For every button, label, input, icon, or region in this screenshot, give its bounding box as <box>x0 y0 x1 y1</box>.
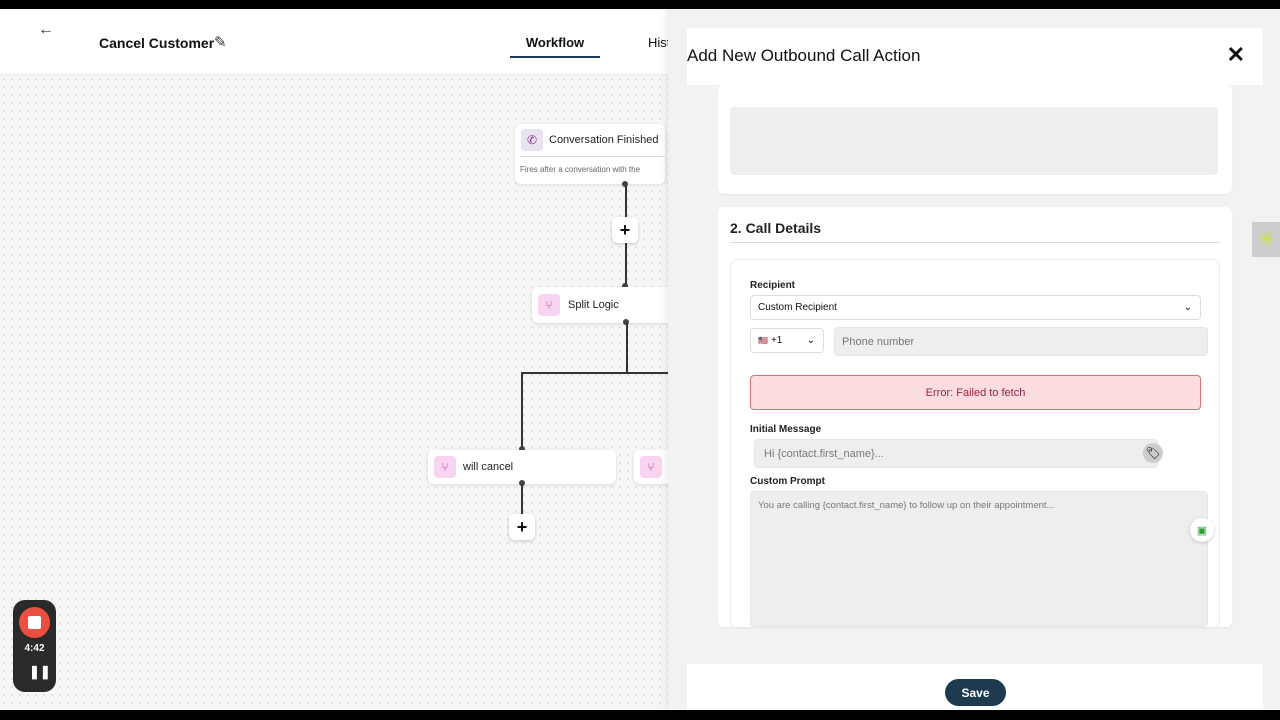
ai-assist-icon[interactable]: ▣ <box>1190 518 1214 542</box>
sparkle-widget-icon[interactable]: ✳ <box>1252 222 1280 257</box>
outbound-call-panel: Add New Outbound Call Action ✕ 2. Call D… <box>668 9 1280 710</box>
back-arrow-icon[interactable]: ← <box>38 21 54 38</box>
tag-icon[interactable]: 🏷 <box>1143 443 1163 463</box>
split-logic-node[interactable]: ⑂ Split Logic <box>532 287 682 323</box>
phone-number-input[interactable]: Phone number <box>834 327 1208 356</box>
recipient-label: Recipient <box>750 280 796 291</box>
previous-section-card <box>718 85 1232 194</box>
recipient-select[interactable]: Custom Recipient⌄ <box>750 295 1201 320</box>
branch-node-will-cancel[interactable]: ⑂ will cancel <box>428 450 616 484</box>
save-button[interactable]: Save <box>945 679 1006 706</box>
chevron-down-icon: ⌄ <box>806 335 815 346</box>
add-step-button[interactable]: + <box>509 514 535 540</box>
tab-history[interactable]: Hist <box>648 35 671 50</box>
panel-header: Add New Outbound Call Action ✕ <box>687 28 1263 85</box>
node-title: Split Logic <box>568 299 619 311</box>
node-title: Conversation Finished <box>549 134 659 146</box>
split-icon: ⑂ <box>538 294 560 316</box>
country-code-select[interactable]: 🇺🇸+1⌄ <box>750 328 824 353</box>
initial-message-label: Initial Message <box>750 424 822 435</box>
error-alert: Error: Failed to fetch <box>750 375 1201 410</box>
split-icon: ⑂ <box>640 456 662 478</box>
trigger-node[interactable]: ✆ Conversation Finished Fires after a co… <box>515 124 665 184</box>
screen-recorder-widget: 4:42 ❚❚ <box>13 600 56 692</box>
workflow-title: Cancel Customer <box>99 35 215 51</box>
stop-recording-button[interactable] <box>19 607 50 638</box>
recording-time: 4:42 <box>24 643 45 654</box>
close-icon[interactable]: ✕ <box>1226 42 1245 67</box>
workflow-header: ← Cancel Customer ✎ Workflow Hist <box>0 9 680 75</box>
panel-title: Add New Outbound Call Action <box>687 46 921 65</box>
tab-workflow[interactable]: Workflow <box>510 35 600 58</box>
node-description: Fires after a conversation with the <box>520 165 641 174</box>
app-window: ← Cancel Customer ✎ Workflow Hist ✆ Conv… <box>0 9 1280 710</box>
workflow-canvas[interactable]: ✆ Conversation Finished Fires after a co… <box>0 75 684 710</box>
custom-prompt-textarea[interactable]: You are calling {contact.first_name} to … <box>750 491 1208 627</box>
custom-prompt-label: Custom Prompt <box>750 476 825 487</box>
initial-message-input[interactable]: Hi {contact.first_name}... <box>754 439 1158 468</box>
edit-pencil-icon[interactable]: ✎ <box>214 34 227 51</box>
phone-hangup-icon: ✆ <box>521 129 543 151</box>
split-icon: ⑂ <box>434 456 456 478</box>
add-step-button[interactable]: + <box>612 217 638 243</box>
node-title: will cancel <box>463 461 514 473</box>
panel-footer: Save <box>687 664 1263 710</box>
section-title: 2. Call Details <box>730 220 822 236</box>
chevron-down-icon: ⌄ <box>1183 302 1192 313</box>
pause-icon[interactable]: ❚❚ <box>29 664 51 679</box>
